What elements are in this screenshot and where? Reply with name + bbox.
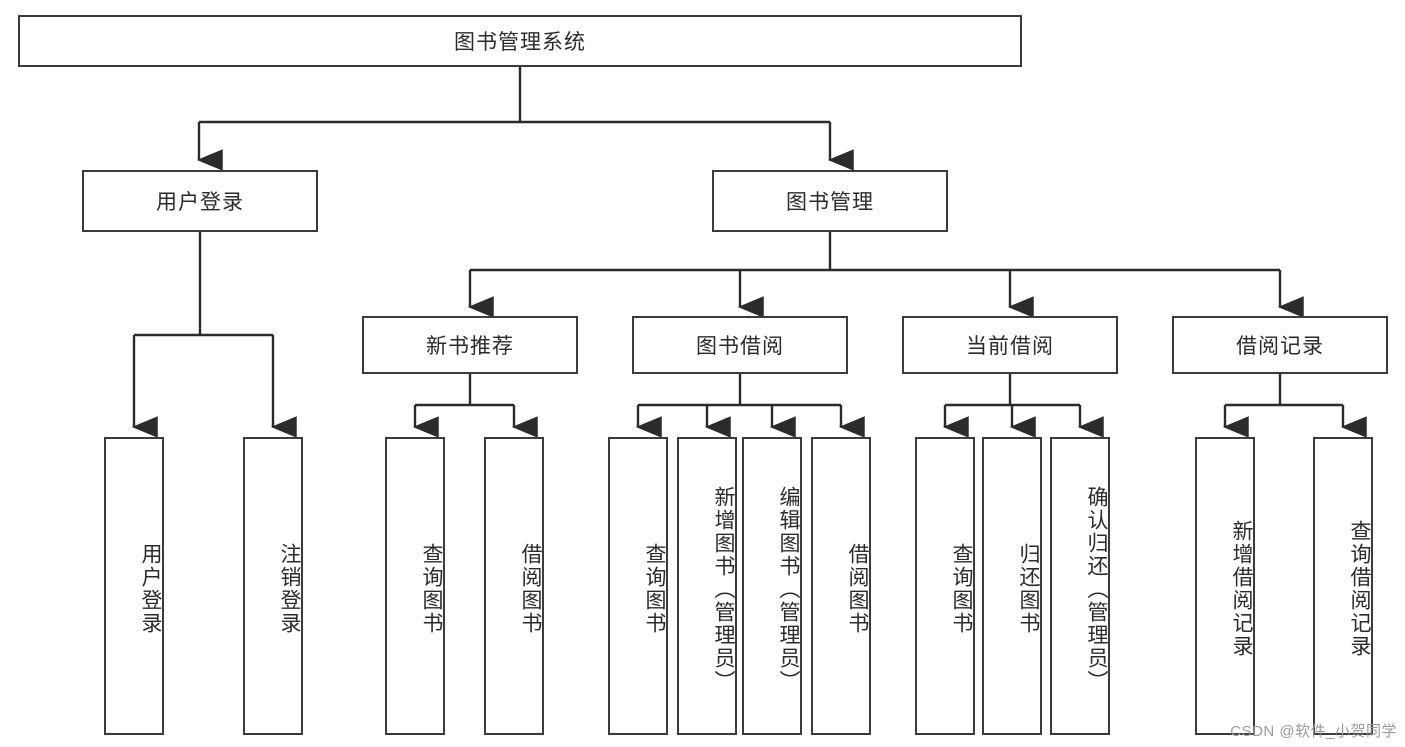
leaf-book-borrow-borrow-book[interactable]: 借阅图书 <box>811 437 871 735</box>
node-label: 归还图书 <box>1017 543 1040 635</box>
node-root-book-management-system[interactable]: 图书管理系统 <box>18 15 1022 67</box>
leaf-current-borrow-return-book[interactable]: 归还图书 <box>982 437 1042 735</box>
node-label: 查询图书 <box>420 543 443 635</box>
leaf-user-login-logout[interactable]: 注销登录 <box>243 437 303 735</box>
csdn-watermark: CSDN @软件_小贺同学 <box>1230 723 1397 740</box>
node-label: 新增借阅记录 <box>1230 520 1253 658</box>
node-user-login[interactable]: 用户登录 <box>82 170 318 232</box>
node-label: 确认归还（管理员） <box>1085 485 1108 693</box>
leaf-borrow-record-query-record[interactable]: 查询借阅记录 <box>1313 437 1373 735</box>
node-label: 新书推荐 <box>426 335 514 358</box>
node-label: 借阅图书 <box>519 543 542 635</box>
node-book-management[interactable]: 图书管理 <box>712 170 948 232</box>
node-label: 新增图书（管理员） <box>712 485 735 693</box>
node-label: 查询借阅记录 <box>1348 520 1371 658</box>
leaf-current-borrow-query-book[interactable]: 查询图书 <box>915 437 975 735</box>
node-label: 当前借阅 <box>966 335 1054 358</box>
node-label: 用户登录 <box>139 543 162 635</box>
leaf-user-login-login[interactable]: 用户登录 <box>104 437 164 735</box>
leaf-borrow-record-add-record[interactable]: 新增借阅记录 <box>1195 437 1255 735</box>
leaf-book-borrow-edit-book-admin[interactable]: 编辑图书（管理员） <box>742 437 802 735</box>
node-current-borrow[interactable]: 当前借阅 <box>902 316 1118 374</box>
node-label: 图书借阅 <box>696 335 784 358</box>
node-borrow-record[interactable]: 借阅记录 <box>1172 316 1388 374</box>
leaf-new-book-borrow-book[interactable]: 借阅图书 <box>484 437 544 735</box>
node-label: 查询图书 <box>643 543 666 635</box>
node-label: 借阅记录 <box>1236 335 1324 358</box>
node-label: 注销登录 <box>278 543 301 635</box>
node-label: 图书管理系统 <box>454 31 586 54</box>
node-book-borrow[interactable]: 图书借阅 <box>632 316 848 374</box>
leaf-book-borrow-add-book-admin[interactable]: 新增图书（管理员） <box>677 437 737 735</box>
node-label: 编辑图书（管理员） <box>777 485 800 693</box>
node-new-book-recommend[interactable]: 新书推荐 <box>362 316 578 374</box>
node-label: 借阅图书 <box>846 543 869 635</box>
leaf-book-borrow-query-book[interactable]: 查询图书 <box>608 437 668 735</box>
leaf-new-book-query-book[interactable]: 查询图书 <box>385 437 445 735</box>
node-label: 图书管理 <box>786 191 874 214</box>
node-label: 查询图书 <box>950 543 973 635</box>
leaf-current-borrow-confirm-return-admin[interactable]: 确认归还（管理员） <box>1050 437 1110 735</box>
node-label: 用户登录 <box>156 191 244 214</box>
